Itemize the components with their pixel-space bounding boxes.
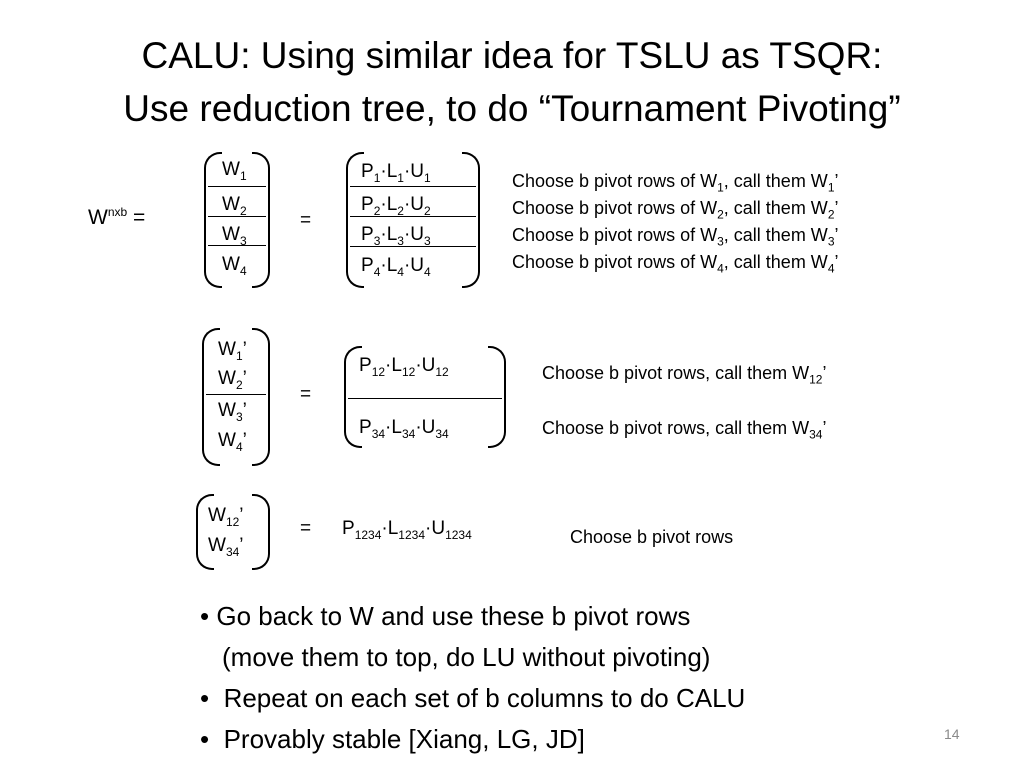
stage1-note-3: Choose b pivot rows of W3, call them W3’: [512, 225, 839, 249]
stage3-block-w12p: W12’: [208, 505, 244, 529]
stage1-note-4: Choose b pivot rows of W4, call them W4’: [512, 252, 839, 276]
stage2-block-w4p: W4’: [218, 430, 247, 454]
stage2-equals: =: [300, 384, 312, 405]
stage1-divider: [208, 186, 266, 187]
slide-title-line-1: CALU: Using similar idea for TSLU as TSQ…: [141, 35, 883, 76]
bullet-continuation: (move them to top, do LU without pivotin…: [222, 642, 711, 672]
stage1-note-2: Choose b pivot rows of W2, call them W2’: [512, 198, 839, 222]
stage1-left-paren-open: [204, 152, 222, 288]
stage2-left-paren-close: [252, 328, 270, 466]
stage1-divider: [208, 245, 266, 246]
w-superscript: nxb: [107, 205, 128, 219]
stage3-block-w34p: W34’: [208, 535, 244, 559]
stage2-factor-34: P34·L34·U34: [359, 417, 449, 441]
stage2-right-paren-close: [488, 346, 506, 448]
bullet-mark: •: [200, 683, 210, 713]
w-equals: =: [133, 206, 146, 229]
stage1-divider: [350, 246, 476, 247]
stage1-divider: [350, 186, 476, 187]
slide-number: 14: [944, 726, 960, 742]
stage1-factor-4: P4·L4·U4: [361, 255, 431, 279]
stage1-divider: [350, 216, 476, 217]
stage3-paren-close: [252, 494, 270, 570]
stage2-block-w3p: W3’: [218, 400, 247, 424]
stage3-factor-1234: P1234·L1234·U1234: [342, 518, 472, 542]
slide-title-line-2: Use reduction tree, to do “Tournament Pi…: [123, 88, 901, 129]
stage2-block-w2p: W2’: [218, 368, 247, 392]
stage2-note-2: Choose b pivot rows, call them W34’: [542, 418, 827, 442]
w-nxb-label: Wnxb =: [88, 205, 146, 229]
stage1-block-w1: W1: [222, 159, 247, 183]
bullet-mark: •: [200, 601, 210, 631]
stage2-factor-12: P12·L12·U12: [359, 355, 449, 379]
bullet-item: • Repeat on each set of b columns to do …: [200, 683, 746, 713]
stage1-block-w2: W2: [222, 194, 247, 218]
bullet-item: • Provably stable [Xiang, LG, JD]: [200, 724, 585, 754]
stage1-factor-2: P2·L2·U2: [361, 194, 431, 218]
stage1-block-w4: W4: [222, 254, 247, 278]
stage1-factor-3: P3·L3·U3: [361, 224, 431, 248]
stage2-block-w1p: W1’: [218, 339, 247, 363]
stage1-right-paren-close: [462, 152, 480, 288]
stage3-equals: =: [300, 518, 312, 539]
stage1-block-w3: W3: [222, 224, 247, 248]
stage1-factor-1: P1·L1·U1: [361, 161, 431, 185]
stage2-divider: [348, 398, 502, 399]
stage2-divider: [206, 394, 266, 395]
stage1-divider: [208, 216, 266, 217]
stage1-note-1: Choose b pivot rows of W1, call them W1’: [512, 171, 839, 195]
stage1-left-paren-close: [252, 152, 270, 288]
stage2-note-1: Choose b pivot rows, call them W12’: [542, 363, 827, 387]
stage3-note: Choose b pivot rows: [570, 527, 734, 547]
bullet-item: • Go back to W and use these b pivot row…: [200, 601, 691, 631]
w-base: W: [88, 206, 108, 229]
bullet-mark: •: [200, 724, 210, 754]
stage1-equals: =: [300, 210, 312, 231]
